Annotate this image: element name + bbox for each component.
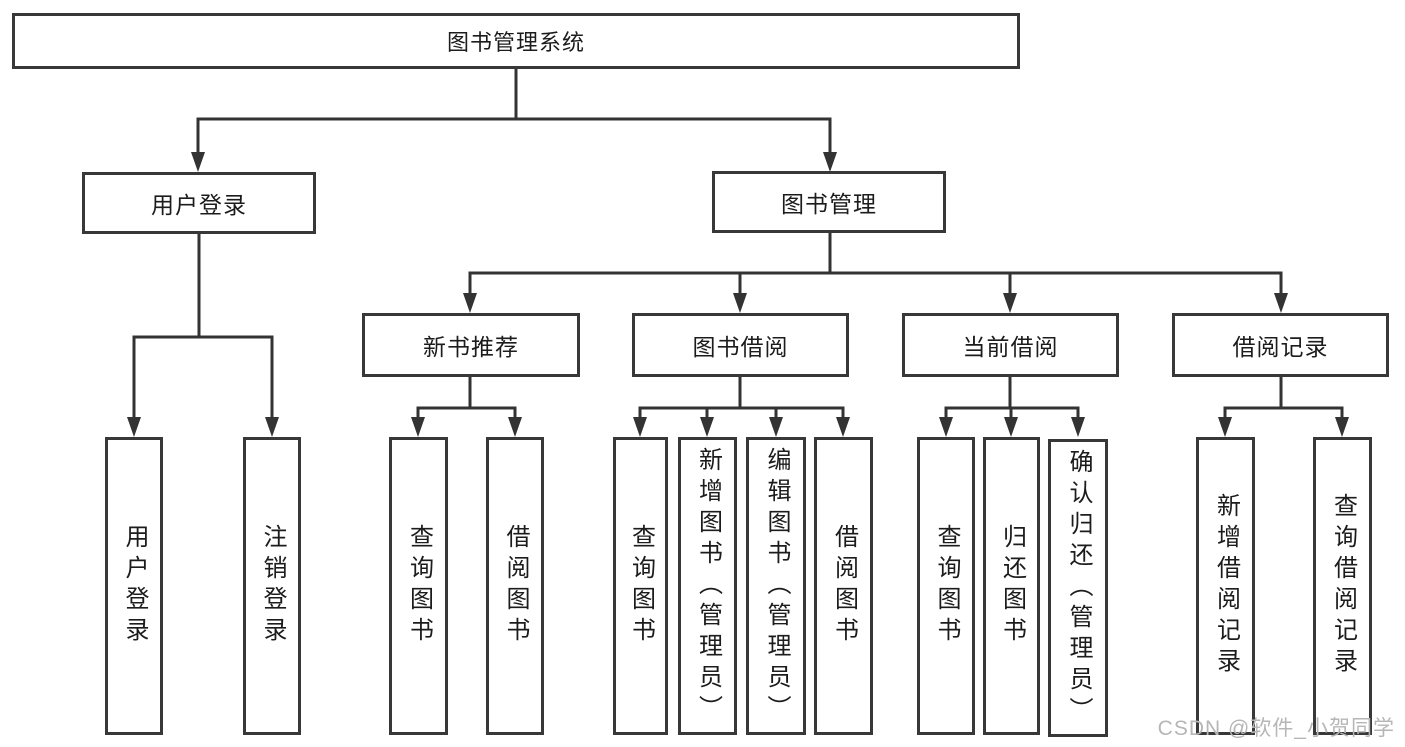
leaf-bb-borrow-books: 借阅图书: [814, 437, 873, 735]
node-book-borrow-label: 图书借阅: [692, 334, 789, 360]
node-borrow-records: 借阅记录: [1172, 313, 1389, 377]
leaf-bb-add-books-admin: 新增图书（管理员）: [678, 437, 737, 735]
leaf-bb-edit-books-admin-label: 编辑图书（管理员）: [763, 446, 790, 726]
leaf-br-query-record: 查询借阅记录: [1313, 437, 1372, 735]
node-user-login-branch: 用户登录: [82, 172, 316, 234]
node-borrow-records-label: 借阅记录: [1232, 334, 1329, 360]
leaf-cb-query-books-label: 查询图书: [933, 524, 960, 648]
node-book-management-branch: 图书管理: [712, 171, 946, 233]
leaf-cb-confirm-return-admin: 确认归还（管理员）: [1048, 439, 1108, 737]
leaf-cb-return-books: 归还图书: [983, 437, 1040, 735]
leaf-logout-label: 注销登录: [259, 524, 286, 648]
leaf-cb-query-books: 查询图书: [917, 437, 975, 735]
leaf-bb-query-books-label: 查询图书: [627, 524, 655, 648]
leaf-user-login-label: 用户登录: [121, 524, 148, 648]
node-current-borrow: 当前借阅: [902, 313, 1119, 377]
leaf-cb-return-books-label: 归还图书: [998, 524, 1026, 648]
leaf-bb-query-books: 查询图书: [613, 437, 668, 735]
node-user-login-branch-label: 用户登录: [151, 192, 247, 218]
node-current-borrow-label: 当前借阅: [962, 334, 1059, 360]
leaf-nb-borrow-books: 借阅图书: [486, 437, 544, 735]
watermark: CSDN @软件_小贺同学: [1157, 717, 1395, 740]
leaf-logout: 注销登录: [243, 437, 301, 735]
node-book-borrow: 图书借阅: [632, 313, 849, 377]
leaf-bb-edit-books-admin: 编辑图书（管理员）: [746, 437, 806, 735]
node-book-management-branch-label: 图书管理: [781, 191, 877, 217]
leaf-bb-add-books-admin-label: 新增图书（管理员）: [694, 446, 722, 726]
leaf-cb-confirm-return-admin-label: 确认归还（管理员）: [1065, 448, 1092, 728]
leaf-user-login: 用户登录: [105, 437, 163, 735]
node-new-book-recommend-label: 新书推荐: [423, 334, 519, 360]
leaf-nb-borrow-books-label: 借阅图书: [502, 524, 529, 648]
leaf-nb-query-books: 查询图书: [389, 437, 448, 735]
leaf-br-add-record: 新增借阅记录: [1196, 437, 1255, 735]
leaf-br-query-record-label: 查询借阅记录: [1329, 493, 1357, 679]
leaf-bb-borrow-books-label: 借阅图书: [830, 524, 858, 648]
node-root: 图书管理系统: [12, 13, 1020, 69]
leaf-br-add-record-label: 新增借阅记录: [1212, 493, 1240, 679]
leaf-nb-query-books-label: 查询图书: [405, 524, 433, 648]
node-root-label: 图书管理系统: [446, 30, 585, 55]
node-new-book-recommend: 新书推荐: [362, 313, 580, 377]
